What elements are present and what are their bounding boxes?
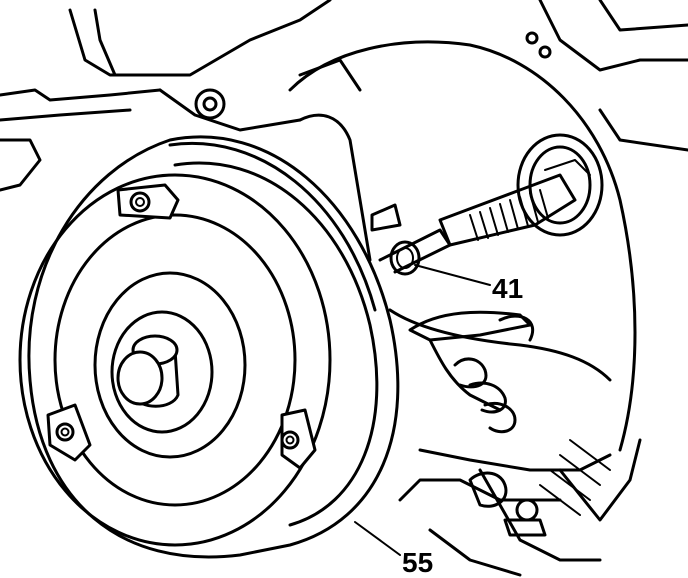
- converter-lug-left: [46, 403, 92, 462]
- input-shaft: [378, 133, 604, 274]
- converter-lug-right: [280, 408, 317, 470]
- callout-41: 41: [414, 264, 523, 304]
- callout-55: 55: [354, 521, 433, 578]
- callout-label-55: 55: [402, 547, 433, 578]
- callout-label-41: 41: [492, 273, 523, 304]
- engine-block-structure: [0, 0, 688, 192]
- mounting-bolt-holes-top: [194, 31, 552, 120]
- technician-hand: [408, 310, 535, 434]
- pump-seal-41: [389, 240, 421, 276]
- converter-lug-top: [116, 183, 180, 220]
- torque-converter-55: [18, 135, 400, 559]
- transmission-bell-housing: [288, 40, 642, 577]
